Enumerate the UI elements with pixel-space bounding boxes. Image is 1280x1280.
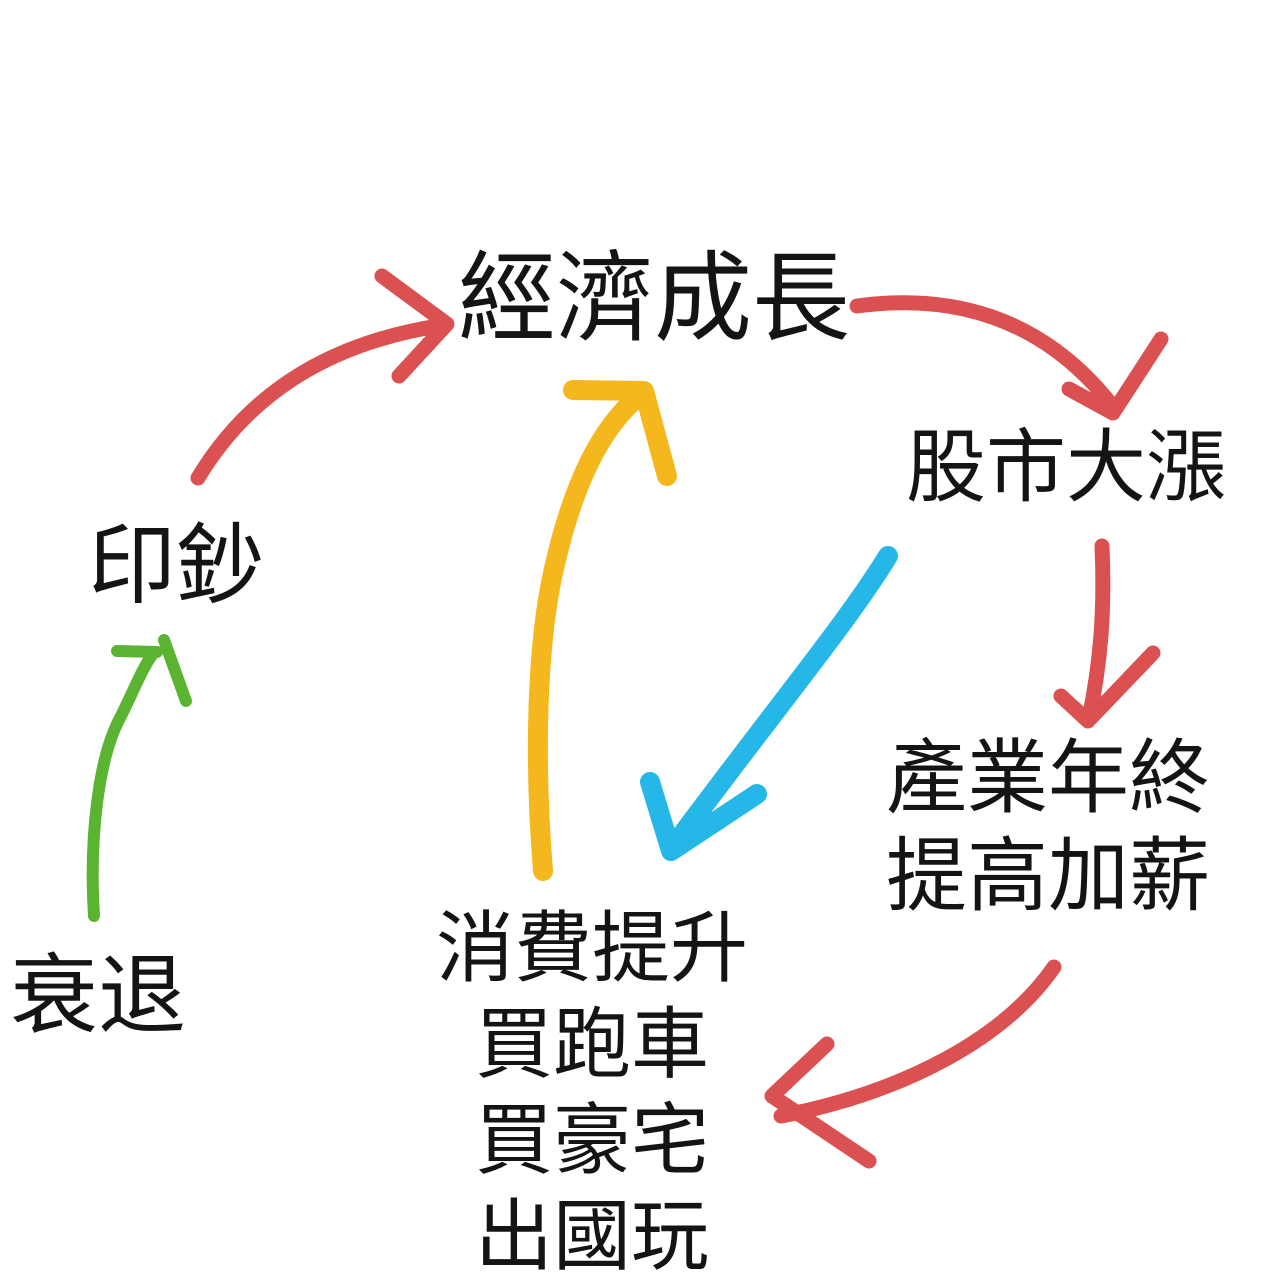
arrow-consumption-to-economic-growth — [527, 380, 677, 881]
arrow-shaft — [662, 546, 898, 858]
arrow-head — [563, 380, 677, 486]
arrow-head — [111, 645, 163, 658]
arrow-shaft — [86, 649, 158, 922]
arrow-head — [158, 634, 192, 707]
node-consumption-line4: 出國玩 — [474, 1192, 709, 1280]
arrow-stock-surge-to-industry-bonus — [1053, 538, 1161, 729]
arrow-head — [640, 772, 767, 861]
arrow-industry-bonus-to-consumption — [764, 959, 1062, 1169]
arrow-recession-to-print-money — [86, 634, 192, 922]
arrow-stock-surge-to-consumption — [640, 546, 898, 861]
arrow-shaft — [1081, 538, 1111, 727]
node-industry-bonus: 產業年終 提高加薪 — [886, 730, 1210, 926]
arrow-head — [764, 1036, 877, 1169]
arrow-print-money-to-economic-growth — [190, 268, 455, 486]
node-economic-growth: 經濟成長 — [458, 243, 851, 353]
arrow-shaft — [190, 318, 446, 486]
arrow-head — [1061, 331, 1169, 421]
arrow-economic-growth-to-stock-surge — [849, 295, 1169, 421]
arrow-head — [1053, 645, 1161, 729]
arrow-head — [374, 268, 455, 384]
arrow-shaft — [849, 295, 1122, 416]
node-consumption-line3: 買豪宅 — [474, 1096, 709, 1184]
node-consumption-line1: 消費提升 — [435, 904, 748, 992]
node-stock-market-surge: 股市大漲 — [906, 423, 1226, 512]
node-recession: 衰退 — [10, 946, 187, 1045]
node-industry-bonus-line2: 提高加薪 — [886, 832, 1211, 922]
arrow-shaft — [773, 959, 1062, 1124]
node-consumption-line2: 買跑車 — [474, 1000, 709, 1088]
arrow-shaft — [527, 385, 650, 881]
node-consumption-rise: 消費提升 買跑車 買豪宅 出國玩 — [412, 900, 772, 1280]
node-industry-bonus-line1: 產業年終 — [886, 734, 1211, 824]
node-print-money: 印鈔 — [88, 516, 265, 615]
